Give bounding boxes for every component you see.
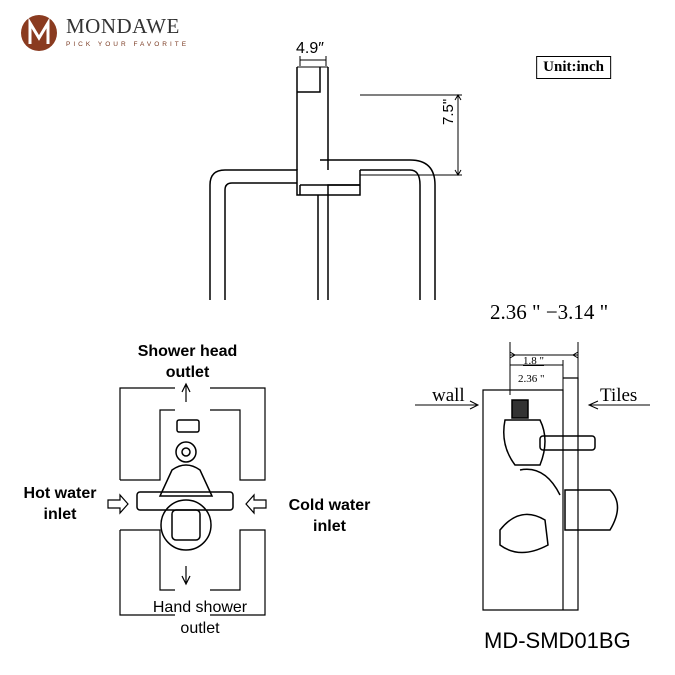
depth-range-dimension: 2.36 " −3.14 "	[490, 300, 609, 324]
height-dimension: 7.5"	[440, 98, 457, 125]
label-line: inlet	[313, 518, 346, 535]
label-line: Shower head	[137, 343, 238, 360]
label-line: outlet	[165, 364, 210, 381]
brand-tagline: PICK YOUR FAVORITE	[66, 41, 190, 48]
top-view-drawing	[209, 56, 462, 300]
inner-depth-top: 1.8 "	[523, 355, 544, 367]
model-number: MD-SMD01BG	[484, 628, 631, 653]
shower-head-outlet-label: Shower head outlet	[120, 341, 255, 383]
label-line: Hot water	[23, 485, 97, 502]
label-line: Hand shower	[152, 599, 248, 616]
front-view-drawing	[107, 382, 267, 616]
side-view-drawing	[415, 342, 650, 611]
brand-logo-icon	[21, 15, 57, 51]
hand-shower-outlet-label: Hand shower outlet	[130, 597, 270, 639]
unit-label: Unit:inch	[536, 56, 611, 79]
brand-name: MONDAWE	[66, 14, 180, 38]
inner-depth-bottom: 2.36 "	[518, 373, 545, 385]
cold-water-inlet-label: Cold water inlet	[272, 495, 387, 537]
wall-label: wall	[432, 385, 465, 406]
width-dimension: 4.9″	[296, 40, 324, 57]
hot-water-inlet-label: Hot water inlet	[10, 483, 110, 525]
label-line: inlet	[43, 506, 77, 523]
tiles-label: Tiles	[600, 385, 638, 406]
label-line: outlet	[180, 620, 220, 637]
label-line: Cold water	[288, 497, 371, 514]
